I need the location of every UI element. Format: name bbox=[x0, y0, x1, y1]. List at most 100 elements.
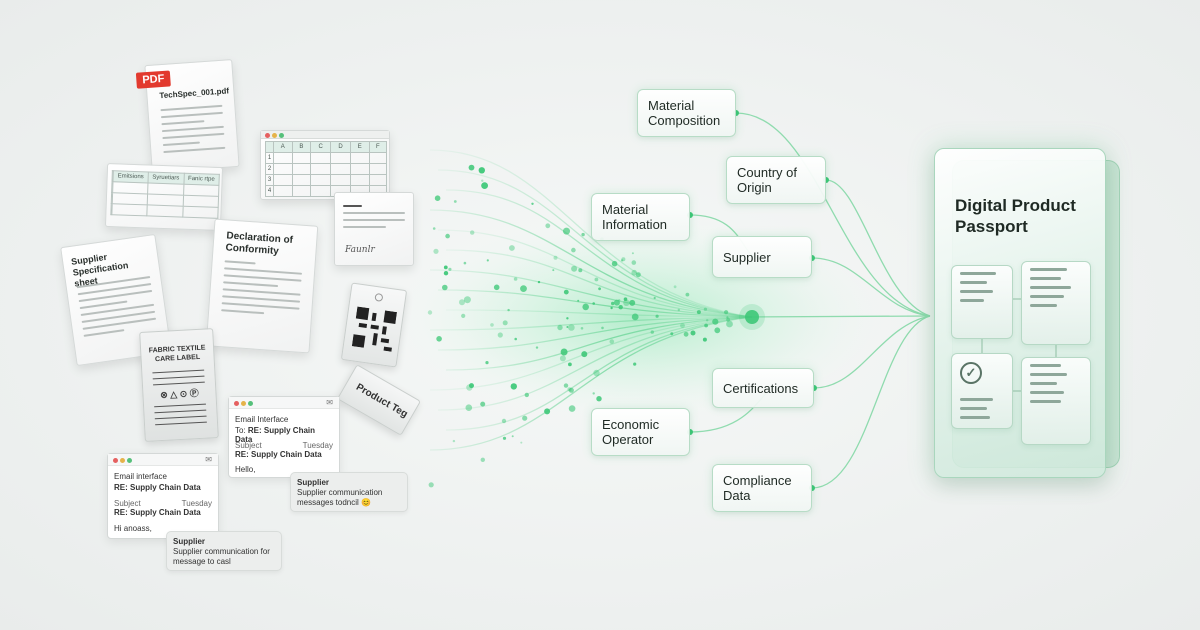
flow-particle bbox=[724, 310, 729, 315]
flow-particle bbox=[520, 285, 527, 292]
flow-particle bbox=[510, 383, 517, 390]
column-header: B bbox=[291, 141, 312, 153]
attr-label: Certifications bbox=[723, 380, 799, 396]
flow-particle bbox=[568, 324, 575, 331]
flow-stream bbox=[437, 169, 753, 318]
flow-particle bbox=[524, 392, 529, 398]
mail-icon: ✉ bbox=[205, 455, 212, 464]
attr-label: Material Composition bbox=[648, 98, 721, 128]
flow-particle bbox=[571, 265, 578, 272]
flow-particle bbox=[631, 260, 637, 265]
flow-particle bbox=[480, 457, 485, 462]
column-header: F bbox=[368, 141, 388, 153]
flow-particle bbox=[704, 323, 708, 328]
flow-particle bbox=[673, 285, 677, 289]
email-date: Tuesday bbox=[181, 499, 212, 508]
attr-label: Country of Origin bbox=[737, 165, 797, 195]
flow-particle bbox=[463, 261, 467, 265]
flow-particle bbox=[592, 302, 595, 305]
flow-particle bbox=[712, 318, 719, 325]
attr-economic-operator: Economic Operator bbox=[591, 408, 690, 456]
flow-particle bbox=[631, 252, 634, 255]
email-greeting: Hi anoass, bbox=[114, 524, 152, 533]
flow-particle bbox=[578, 268, 583, 273]
flow-particle bbox=[563, 227, 570, 235]
flow-particle bbox=[559, 355, 566, 362]
flow-particle bbox=[428, 482, 434, 488]
flow-particle bbox=[481, 179, 484, 182]
column-header: D bbox=[330, 141, 351, 153]
flow-particle bbox=[596, 396, 602, 402]
flow-particle bbox=[581, 232, 585, 237]
flow-particle bbox=[531, 202, 534, 205]
flow-stream bbox=[445, 316, 753, 431]
flow-particle bbox=[581, 351, 588, 358]
bubble-text: Supplier communication for message to ca… bbox=[173, 547, 270, 566]
flow-particle bbox=[459, 299, 465, 306]
signed-form-document: Faunlr bbox=[334, 192, 414, 266]
flow-particle bbox=[563, 383, 569, 388]
passport-card bbox=[1021, 261, 1091, 345]
flow-particle bbox=[618, 305, 623, 310]
flow-particle bbox=[601, 326, 604, 330]
flow-particle bbox=[714, 327, 721, 334]
flow-particle bbox=[442, 284, 448, 291]
flow-particle bbox=[433, 248, 439, 254]
digital-product-passport: Digital Product Passport ✓ bbox=[934, 148, 1106, 478]
flow-particle bbox=[563, 289, 569, 295]
flow-particle bbox=[580, 327, 584, 330]
mail-icon: ✉ bbox=[326, 398, 333, 407]
flow-particle bbox=[670, 332, 674, 336]
flow-particle bbox=[535, 346, 539, 349]
flow-particle bbox=[560, 348, 568, 356]
flow-particle bbox=[567, 387, 572, 392]
email-window: ✉ Email interface RE: Supply Chain Data … bbox=[107, 453, 219, 539]
flow-particle bbox=[544, 408, 551, 415]
qr-code-tag bbox=[340, 282, 408, 368]
attr-label: Supplier bbox=[723, 249, 771, 265]
attr-label: Material Information bbox=[602, 202, 668, 232]
flow-particle bbox=[568, 387, 574, 393]
flow-particle bbox=[497, 332, 503, 338]
flow-particle bbox=[513, 277, 518, 281]
flow-particle bbox=[468, 164, 475, 171]
flow-particle bbox=[520, 441, 523, 444]
flow-particle bbox=[553, 255, 558, 260]
flow-particle bbox=[703, 307, 708, 311]
attr-label: Economic Operator bbox=[602, 417, 660, 447]
flow-particle bbox=[726, 317, 730, 322]
flow-particle bbox=[706, 319, 709, 322]
flow-particle bbox=[650, 330, 654, 334]
flow-particle bbox=[443, 265, 448, 270]
flow-stream bbox=[429, 149, 753, 318]
flow-particle bbox=[480, 401, 486, 407]
flow-particle bbox=[611, 260, 618, 267]
flow-particle bbox=[427, 310, 433, 315]
pdf-document: PDF TechSpec_001.pdf bbox=[135, 59, 240, 173]
flow-particle bbox=[507, 308, 510, 312]
flow-particle bbox=[557, 324, 563, 331]
flow-stream bbox=[445, 316, 753, 371]
row-header: 2 bbox=[265, 163, 274, 175]
flow-particle bbox=[514, 337, 517, 341]
flow-particle bbox=[611, 301, 615, 306]
bubble-title: Supplier bbox=[297, 478, 330, 487]
flow-particle bbox=[537, 280, 541, 284]
attr-material-information: Material Information bbox=[591, 193, 690, 241]
email-subject-label: Subject bbox=[235, 441, 262, 450]
flow-stream bbox=[437, 289, 753, 318]
supplier-message-bubble: Supplier Supplier communication for mess… bbox=[166, 531, 282, 571]
flow-particle bbox=[653, 296, 656, 300]
email-window: ✉ Email Interface To: RE: Supply Chain D… bbox=[228, 396, 340, 478]
flow-particle bbox=[445, 233, 450, 239]
flow-particle bbox=[598, 287, 601, 291]
qr-code-icon bbox=[351, 306, 398, 352]
passport-card bbox=[1021, 357, 1091, 445]
flow-particle bbox=[631, 313, 639, 321]
flow-particle bbox=[633, 362, 637, 366]
signature: Faunlr bbox=[345, 245, 375, 255]
column-header: C bbox=[310, 141, 332, 153]
pdf-filename: TechSpec_001.pdf bbox=[159, 86, 230, 101]
flow-particle bbox=[593, 369, 600, 377]
flow-particle bbox=[461, 313, 466, 318]
